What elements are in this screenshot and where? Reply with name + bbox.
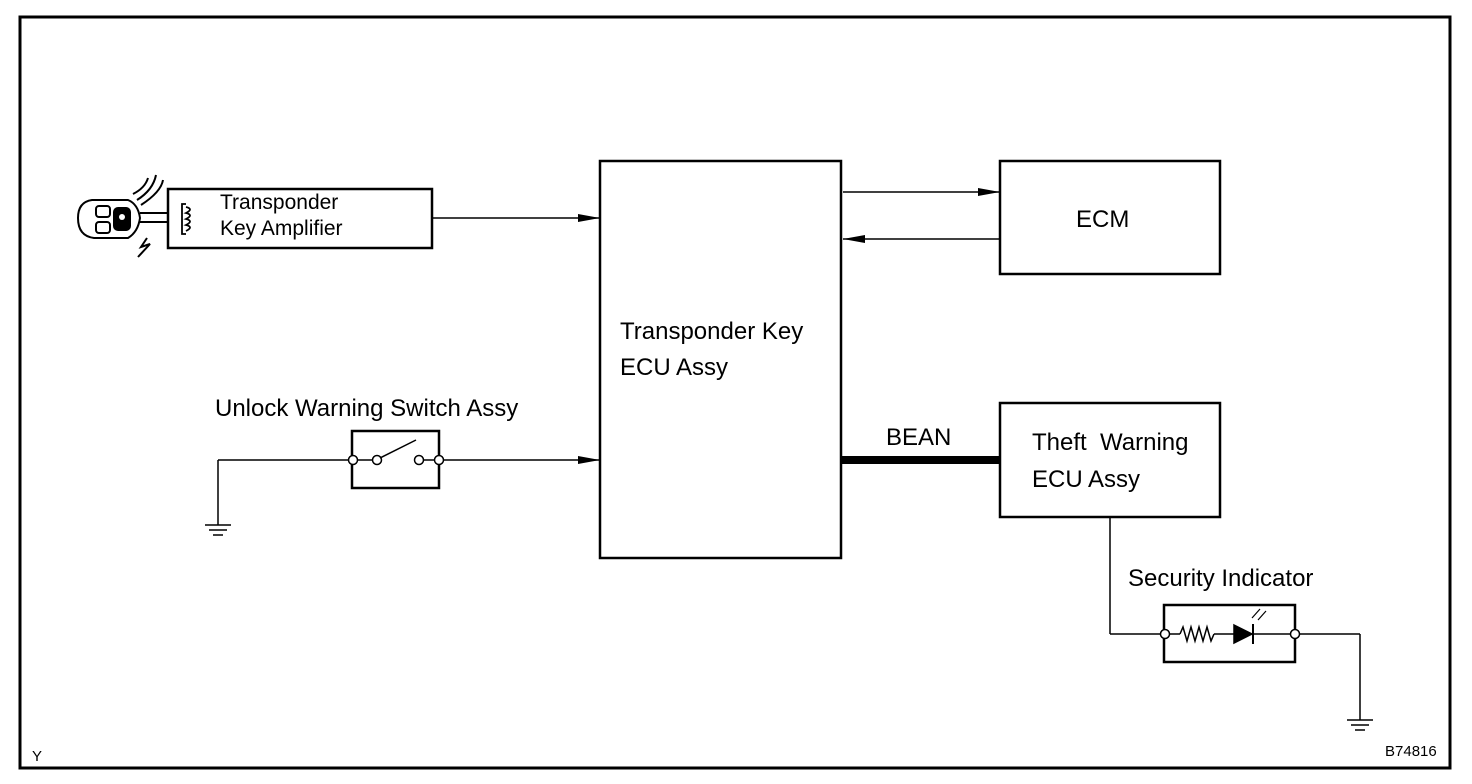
outer-frame bbox=[18, 15, 1452, 770]
amplifier-label-line1: Transponder bbox=[220, 191, 339, 214]
ecm-label: ECM bbox=[1076, 206, 1130, 233]
security-indicator-label: Security Indicator bbox=[1128, 565, 1314, 592]
ground-icon bbox=[205, 460, 231, 536]
theft-label-line1: Theft Warning bbox=[1032, 429, 1189, 456]
ecu-label-line1: Transponder Key bbox=[620, 318, 804, 345]
amplifier-label-line2: Key Amplifier bbox=[220, 217, 343, 240]
indicator-circuit bbox=[1159, 608, 1301, 645]
coil-icon bbox=[181, 203, 191, 235]
key-fob-icon bbox=[76, 174, 168, 258]
footer-left-code: Y bbox=[32, 748, 43, 765]
switch-icon bbox=[218, 439, 445, 466]
bean-label: BEAN bbox=[886, 424, 952, 451]
figure-id: B74816 bbox=[1385, 743, 1437, 760]
ground-icon bbox=[1300, 633, 1373, 731]
unlock-switch-label: Unlock Warning Switch Assy bbox=[215, 395, 519, 422]
ecm-box bbox=[998, 159, 1222, 276]
ecu-label-line2: ECU Assy bbox=[620, 354, 729, 381]
ecu-box bbox=[598, 159, 843, 560]
theft-box bbox=[998, 401, 1222, 519]
theft-label-line2: ECU Assy bbox=[1032, 466, 1141, 493]
